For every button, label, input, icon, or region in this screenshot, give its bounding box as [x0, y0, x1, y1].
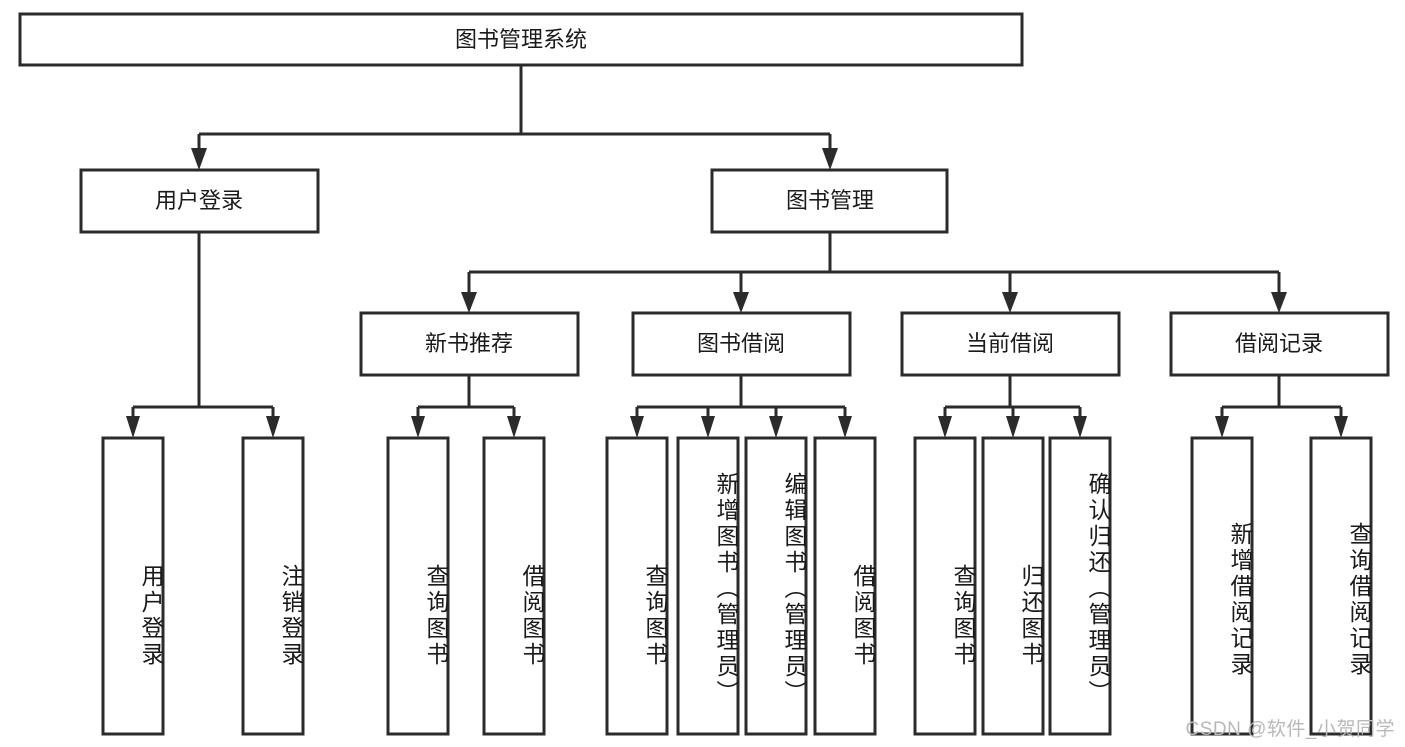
node-label-root: 图书管理系统	[455, 27, 587, 52]
arrow-borrow-to-borrow-book	[838, 416, 852, 438]
node-box-user-login-login[interactable]	[101, 436, 165, 736]
arrow-borrow-to-add-book	[701, 416, 715, 438]
arrow-bm-to-book-borrow	[733, 292, 749, 313]
watermark-text: CSDN @软件_小贺同学	[1185, 719, 1395, 740]
node-box-new-book-recommend[interactable]	[359, 311, 580, 377]
node-box-root[interactable]	[18, 12, 1024, 67]
node-label-book-management: 图书管理	[786, 188, 874, 213]
connector-group-book-management	[461, 232, 1287, 313]
node-box-borrow-query-book[interactable]	[605, 436, 669, 736]
arrow-bm-to-current-borrow	[1002, 292, 1018, 313]
node-box-book-borrow[interactable]	[631, 311, 852, 377]
node-box-records-add-record[interactable]	[1190, 436, 1254, 736]
arrow-root-to-book-management	[822, 148, 838, 170]
node-box-borrow-records[interactable]	[1169, 311, 1390, 377]
node-box-borrow-add-book[interactable]	[676, 436, 740, 736]
node-label-user-login: 用户登录	[155, 188, 243, 213]
node-box-recommend-query-book[interactable]	[386, 436, 450, 736]
node-box-recommend-borrow-book[interactable]	[482, 436, 546, 736]
connector-group-new-book-recommend	[411, 375, 521, 438]
connector-group-root	[191, 65, 838, 170]
node-label-borrow-records: 借阅记录	[1235, 331, 1323, 356]
arrow-bm-to-new-book-recommend	[461, 292, 477, 313]
node-box-book-management[interactable]	[710, 168, 949, 234]
arrow-current-to-return-book	[1006, 416, 1020, 438]
node-label-book-borrow: 图书借阅	[697, 331, 785, 356]
arrow-bm-to-borrow-records	[1271, 292, 1287, 313]
connector-group-book-borrow	[630, 375, 852, 438]
node-box-borrow-borrow-book[interactable]	[813, 436, 877, 736]
arrow-recommend-to-borrow-book	[507, 416, 521, 438]
node-box-current-query-book[interactable]	[913, 436, 977, 736]
node-box-borrow-edit-book[interactable]	[744, 436, 808, 736]
node-label-current-borrow: 当前借阅	[966, 331, 1054, 356]
connector-group-user-login	[126, 232, 280, 438]
arrow-recommend-to-query-book	[411, 416, 425, 438]
node-box-user-login-logout[interactable]	[241, 436, 305, 736]
arrow-root-to-user-login	[191, 148, 207, 170]
node-box-current-confirm-return[interactable]	[1048, 436, 1112, 736]
node-box-records-query-record[interactable]	[1309, 436, 1373, 736]
arrow-records-to-add-record	[1215, 416, 1229, 438]
node-box-current-return-book[interactable]	[981, 436, 1045, 736]
connector-group-borrow-records	[1215, 375, 1348, 438]
node-box-user-login[interactable]	[79, 168, 320, 234]
arrow-borrow-to-query-book	[630, 416, 644, 438]
arrow-user-login-to-logout	[266, 416, 280, 438]
arrow-current-to-query-book	[938, 416, 952, 438]
arrow-borrow-to-edit-book	[769, 416, 783, 438]
node-box-current-borrow[interactable]	[900, 311, 1121, 377]
arrow-records-to-query-record	[1334, 416, 1348, 438]
arrow-current-to-confirm-return	[1073, 416, 1087, 438]
node-label-new-book-recommend: 新书推荐	[425, 331, 513, 356]
connector-group-current-borrow	[938, 375, 1087, 438]
arrow-user-login-to-login	[126, 416, 140, 438]
